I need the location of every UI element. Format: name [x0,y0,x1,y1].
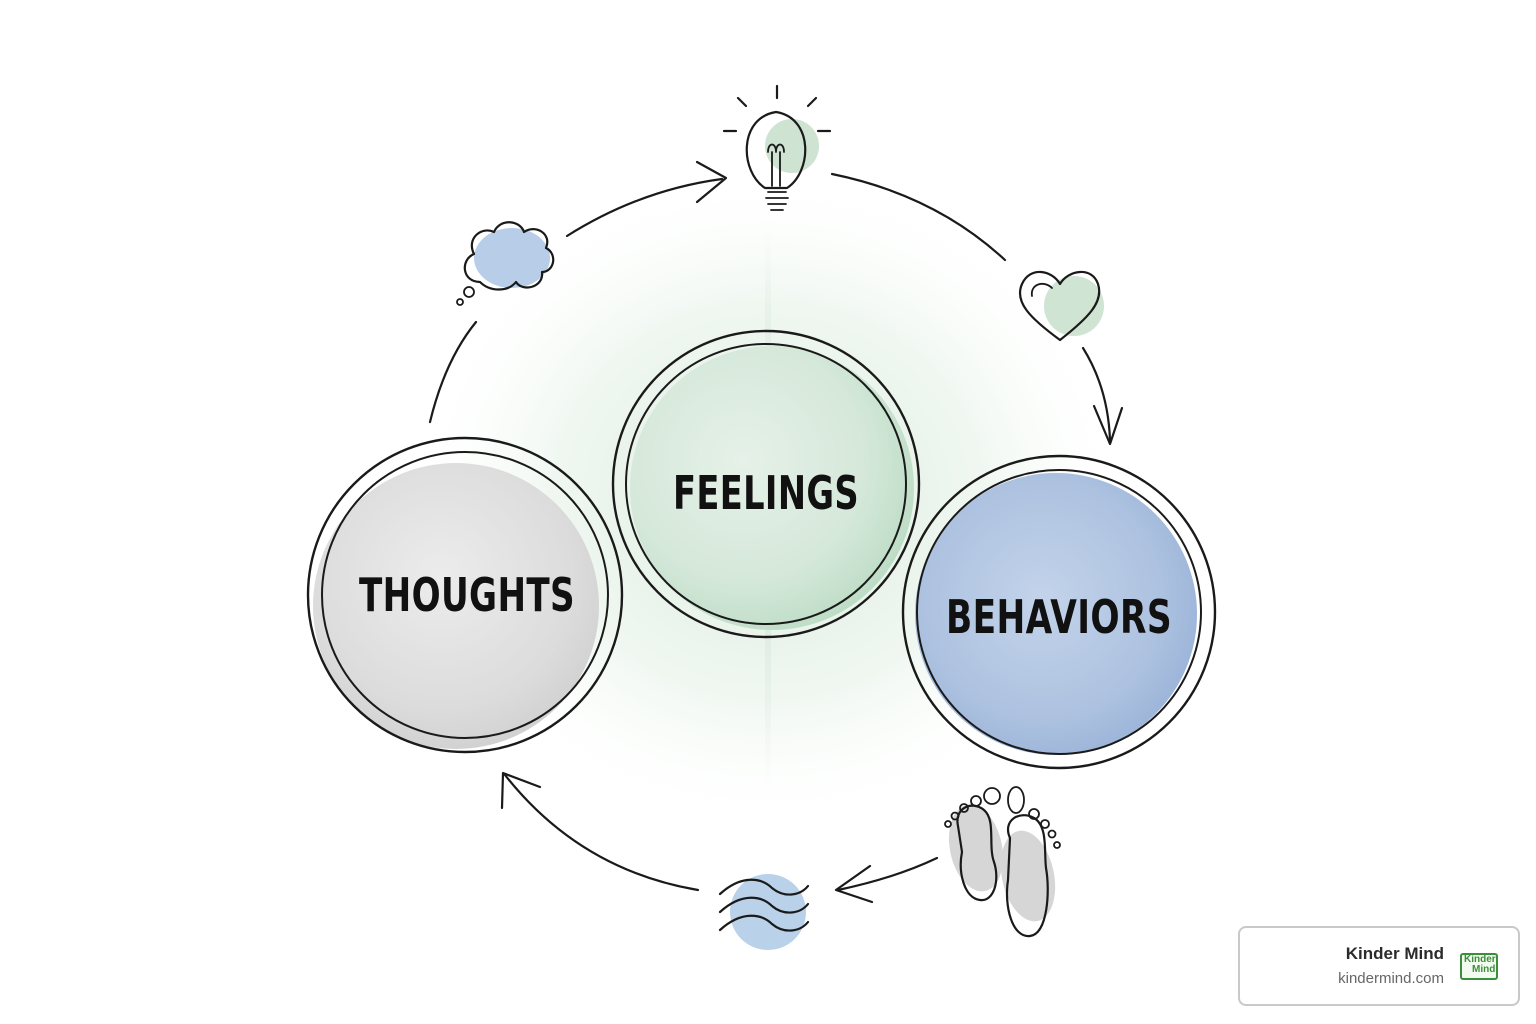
behaviors-label: BEHAVIORS [946,590,1172,644]
behaviors-wash [915,473,1197,755]
arrowhead-to-lightbulb [695,160,728,204]
feelings-inner-ring [625,343,907,625]
feelings-outer-ring [611,329,921,639]
brand-url[interactable]: kindermind.com [1338,970,1444,987]
arc-waves-to-thoughts [503,773,700,892]
cycle-arrows [428,160,1124,904]
thought-cloud-icon [456,221,555,306]
brand-logo-icon: Kinder Mind [1460,953,1498,980]
arrowhead-to-thoughts [500,771,542,810]
behaviors-node: BEHAVIORS [901,454,1217,770]
feelings-label: FEELINGS [673,466,859,520]
logo-text-bottom: Mind [1472,964,1496,975]
brand-name: Kinder Mind [1345,944,1444,963]
behaviors-outer-ring [901,454,1217,770]
thoughts-label: THOUGHTS [359,568,575,622]
arc-lightbulb-to-heart [830,172,1007,262]
arc-cloud-to-lightbulb [565,177,724,238]
thoughts-wash [313,463,599,749]
feelings-wash [630,346,914,630]
thoughts-outer-ring [306,436,624,754]
heart-icon [1019,270,1104,342]
lightbulb-icon [722,84,832,211]
behaviors-inner-ring [916,469,1202,755]
waves-icon [718,874,810,950]
footprints-icon [944,786,1061,938]
feelings-node: FEELINGS [611,329,921,639]
arrowhead-to-waves [834,864,874,904]
arc-thoughts-to-cloud [428,320,478,424]
thoughts-node: THOUGHTS [306,436,624,754]
thoughts-inner-ring [321,451,609,739]
logo-text-top: Kinder [1464,954,1496,965]
arc-heart-to-behaviors [1081,346,1112,442]
arrowhead-to-behaviors [1092,404,1124,446]
arc-footprints-to-waves [836,856,939,892]
brand-card[interactable]: Kinder Mind kindermind.com Kinder Mind [1238,926,1520,1006]
